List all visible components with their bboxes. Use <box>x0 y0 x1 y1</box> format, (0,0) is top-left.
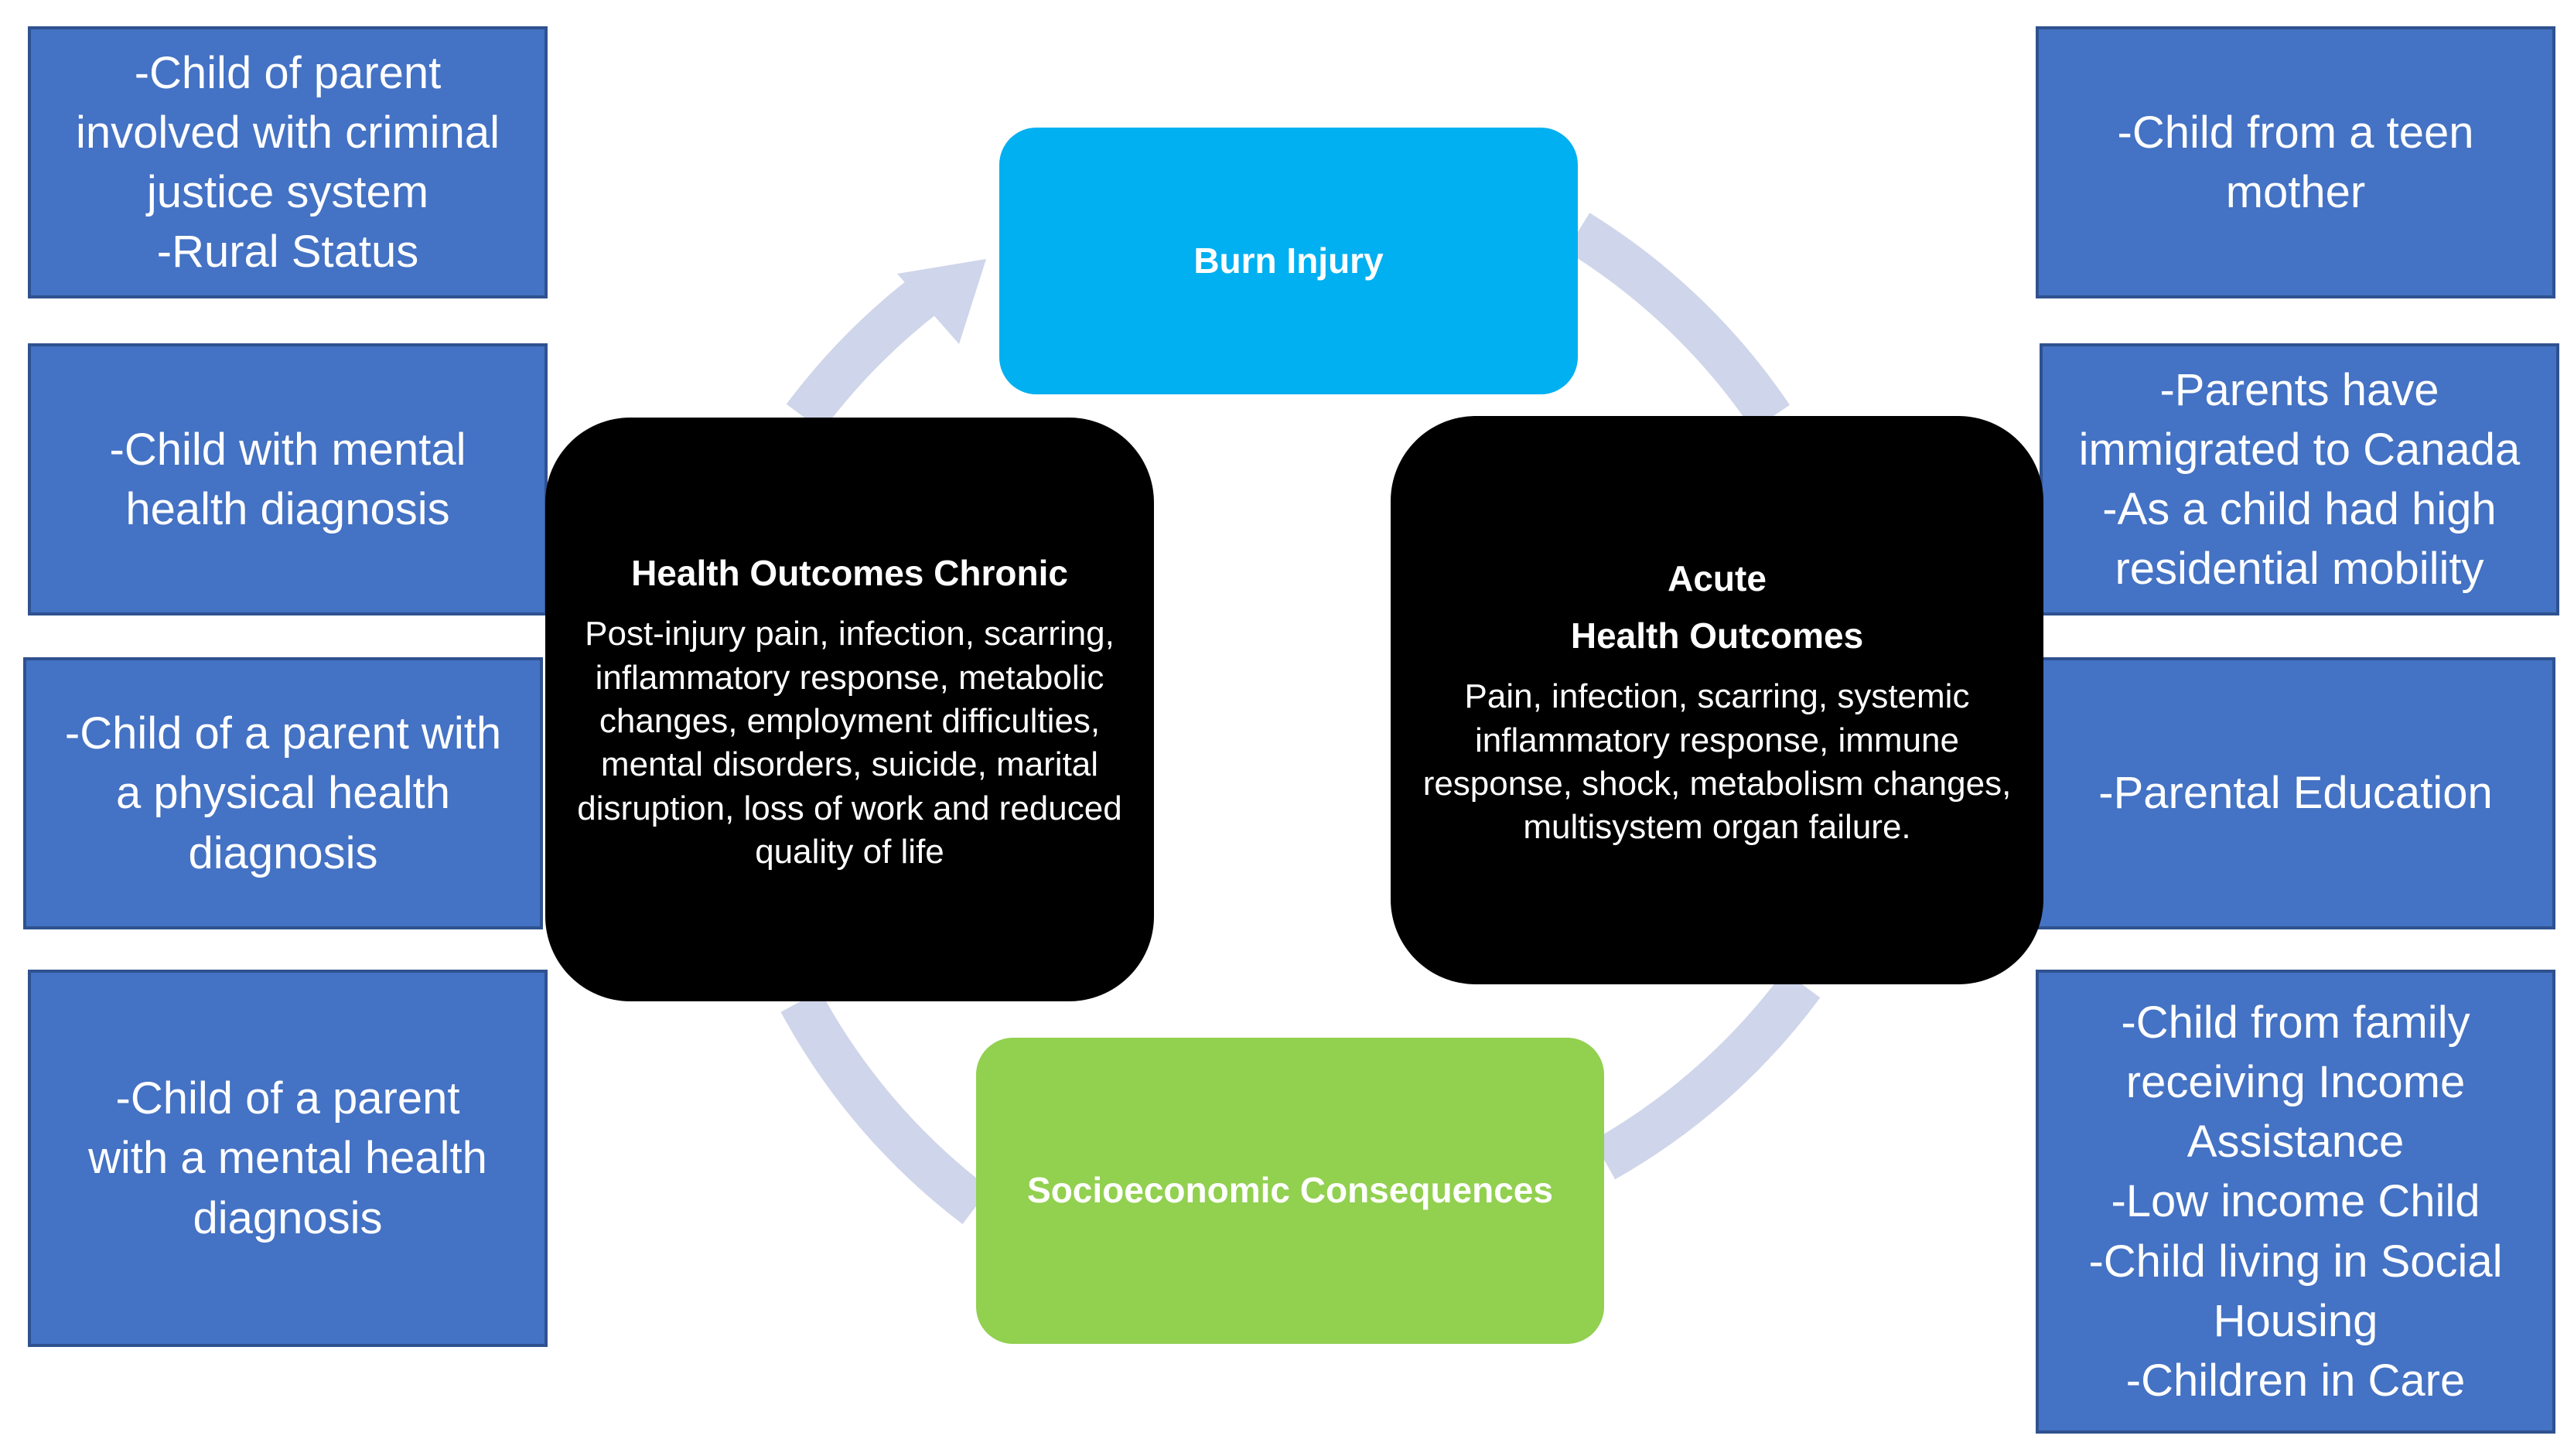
right-risk-box-2: -Parents have immigrated to Canada -As a… <box>2040 343 2559 615</box>
chronic-health-outcomes-node: Health Outcomes Chronic Post-injury pain… <box>545 418 1154 1001</box>
acute-health-outcomes-description: Pain, infection, scarring, systemic infl… <box>1422 677 2012 847</box>
cycle-arc-acute-to-socio <box>1593 970 1821 1180</box>
left-risk-box-text: -Child of a parent with a mental health … <box>88 1073 487 1243</box>
left-risk-box-text: -Child with mental health diagnosis <box>109 424 466 534</box>
left-risk-box-1: -Child of parent involved with criminal … <box>28 26 548 298</box>
left-risk-box-2: -Child with mental health diagnosis <box>28 343 548 615</box>
right-risk-box-3: -Parental Education <box>2036 657 2555 929</box>
socioeconomic-consequences-title: Socioeconomic Consequences <box>1027 1170 1553 1211</box>
acute-health-outcomes-title: Acute Health Outcomes <box>1570 558 1864 656</box>
left-risk-box-4: -Child of a parent with a mental health … <box>28 970 548 1347</box>
cycle-arc-socio-to-chronic <box>780 991 990 1225</box>
chronic-health-outcomes-title: Health Outcomes Chronic <box>631 552 1068 593</box>
left-risk-box-text: -Child of a parent with a physical healt… <box>64 708 502 878</box>
left-risk-box-text: -Child of parent involved with criminal … <box>76 47 500 278</box>
left-risk-box-3: -Child of a parent with a physical healt… <box>23 657 543 929</box>
right-risk-box-text: -Child from a teen mother <box>2117 107 2474 217</box>
socioeconomic-consequences-node: Socioeconomic Consequences <box>976 1038 1604 1344</box>
burn-injury-node: Burn Injury <box>999 128 1578 394</box>
right-risk-box-4: -Child from family receiving Income Assi… <box>2036 970 2555 1434</box>
cycle-arrowhead-icon <box>897 259 986 344</box>
chronic-health-outcomes-description: Post-injury pain, infection, scarring, i… <box>577 615 1122 871</box>
burn-injury-title: Burn Injury <box>1193 240 1384 281</box>
right-risk-box-1: -Child from a teen mother <box>2036 26 2555 298</box>
cycle-arc-burn-to-acute <box>1565 213 1791 431</box>
cycle-arc-chronic-to-burn <box>786 274 942 431</box>
right-risk-box-text: -Child from family receiving Income Assi… <box>2088 997 2503 1406</box>
acute-health-outcomes-node: Acute Health Outcomes Pain, infection, s… <box>1391 416 2043 984</box>
right-risk-box-text: -Parental Education <box>2098 768 2493 819</box>
right-risk-box-text: -Parents have immigrated to Canada -As a… <box>2078 364 2521 595</box>
